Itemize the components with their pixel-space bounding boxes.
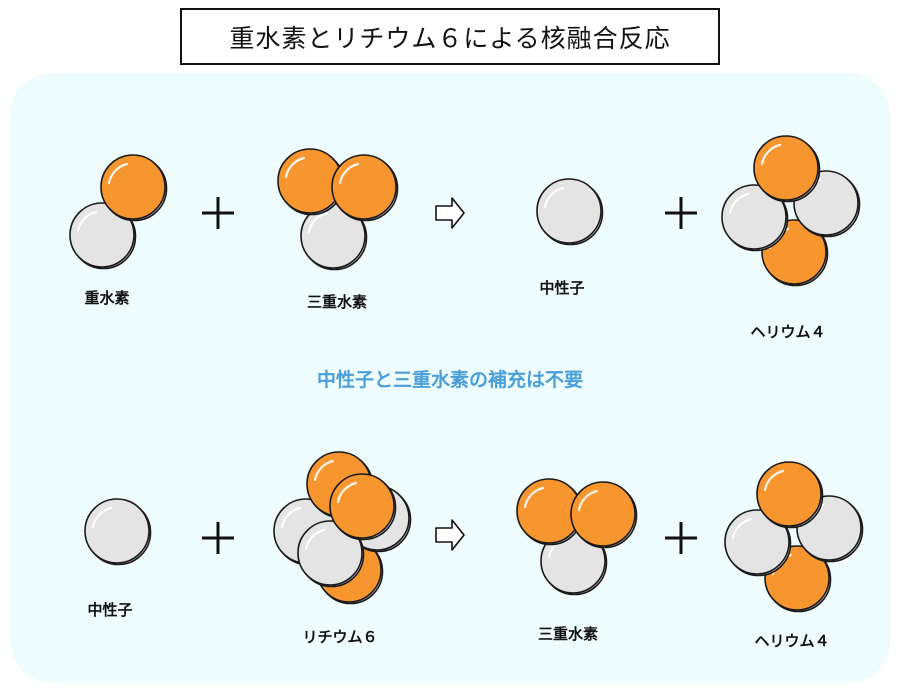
plus-sign	[202, 197, 234, 229]
proton	[100, 154, 168, 222]
proton	[756, 461, 824, 529]
neutron	[724, 509, 792, 577]
proton	[329, 473, 397, 541]
plus-sign	[665, 197, 697, 229]
neutron	[300, 203, 368, 271]
proton	[331, 154, 399, 222]
proton	[277, 148, 345, 216]
proton	[570, 481, 638, 549]
reaction-arrow-icon	[435, 197, 465, 229]
reaction-arrow-icon	[435, 519, 465, 551]
page-title: 重水素とリチウム６による核融合反応	[180, 8, 720, 65]
neutron	[540, 528, 608, 596]
plus-sign	[202, 522, 234, 554]
label-helium4-2: ヘリウム４	[754, 632, 830, 650]
label-tritium: 三重水素	[306, 293, 368, 311]
note-text: 中性子と三重水素の補充は不要	[316, 369, 584, 391]
label-tritium-2: 三重水素	[537, 625, 599, 643]
neutron	[69, 202, 137, 270]
label-neutron-2: 中性子	[87, 601, 133, 619]
neutron	[536, 178, 604, 246]
label-neutron: 中性子	[539, 279, 585, 297]
neutron	[721, 184, 789, 252]
neutron	[84, 498, 152, 566]
reaction-row-1	[69, 135, 861, 287]
reaction-row-2	[84, 451, 864, 613]
proton	[753, 135, 821, 203]
label-deuterium: 重水素	[84, 289, 130, 307]
label-lithium6: リチウム６	[302, 628, 378, 646]
label-helium4: ヘリウム４	[750, 323, 826, 341]
plus-sign	[665, 522, 697, 554]
neutron	[297, 520, 365, 588]
